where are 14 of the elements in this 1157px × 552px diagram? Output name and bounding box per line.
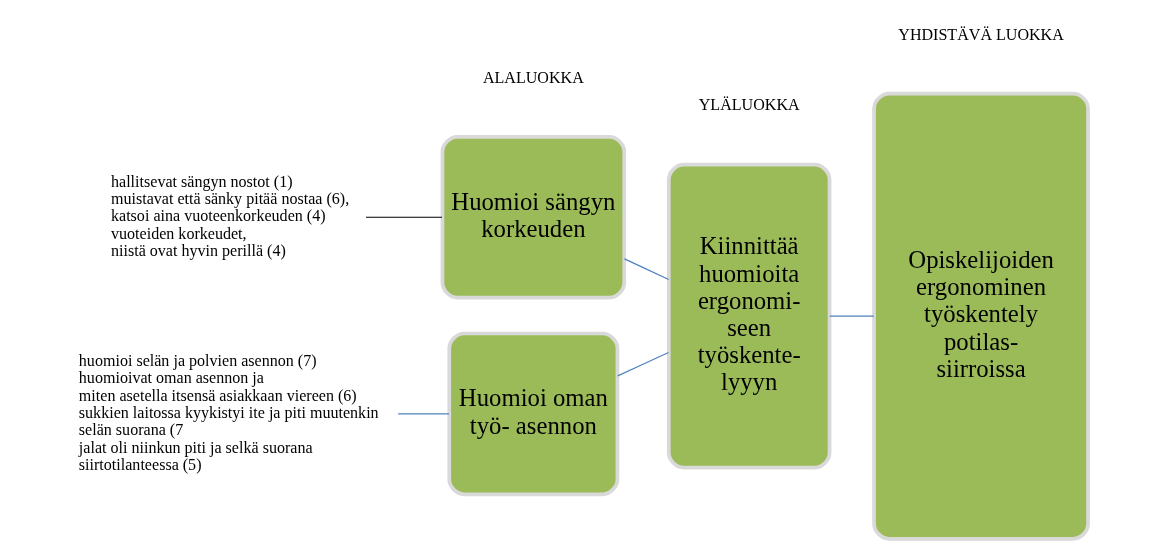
node-box: Huomioi sängyn korkeuden: [440, 135, 627, 300]
node-text: huomioi selän ja polvien asennon (7) huomioivat oman asennon ja miten asetella itsensä asiakkaan viereen (6) sukkien laitossa kyykistyi ite ja piti muutenkin selän suorana (7 jalat oli niinkun piti ja selkä suorana siirtotilanteessa (5): [78, 352, 379, 474]
node-box: Huomioi oman työ- asennon: [447, 331, 620, 497]
connector: [829, 315, 875, 317]
connector: [365, 216, 443, 218]
label: ALALUOKKA: [482, 68, 584, 86]
node-box: Kiinnittää huomioita ergonomi- seen työskente- lyyyn: [666, 162, 832, 470]
node-text: hallitsevat sängyn nostot (1) muistavat että sänky pitää nostaa (6), katsoi aina vuoteenkorkeuden (4) vuoteiden korkeudet, niistä ovat hyvin perillä (4): [111, 172, 350, 260]
label: YHDISTÄVÄ LUOKKA: [898, 25, 1064, 43]
connector: [623, 258, 670, 281]
label: YLÄLUOKKA: [698, 96, 800, 114]
connector: [397, 413, 450, 415]
node-box: Opiskelijoiden ergonominen työskentely potilas- siirroissa: [872, 91, 1090, 541]
connector: [617, 351, 670, 377]
